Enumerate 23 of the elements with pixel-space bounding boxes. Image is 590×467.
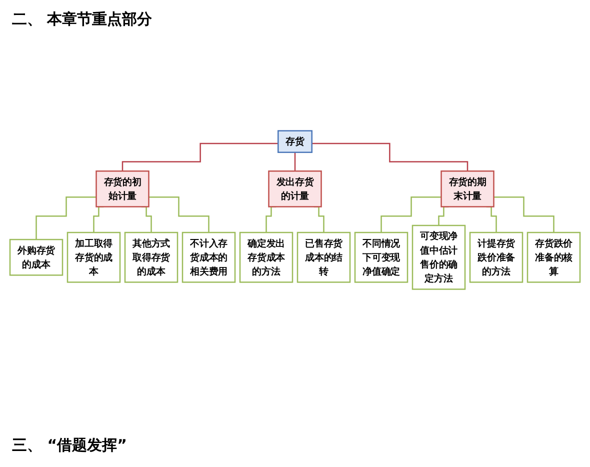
node-box: 其他方式取得存货的成本	[124, 232, 178, 283]
node-box: 存货的初始计量	[96, 170, 150, 208]
connector	[294, 152, 296, 172]
node-box: 存货跌价准备的核算	[526, 232, 581, 283]
section-heading: 二、 本章节重点部分	[12, 10, 152, 29]
node-box: 存货的期末计量	[440, 170, 494, 208]
node-box: 不同情况下可变现净值确定	[354, 232, 408, 283]
connector	[122, 142, 278, 172]
node-box: 发出存货的计量	[268, 170, 322, 208]
node-box: 确定发出存货成本的方法	[239, 232, 294, 283]
section-heading: 三、 “借题发挥”	[12, 436, 127, 455]
node-box: 不计入存货成本的相关费用	[182, 232, 236, 283]
node-box: 存货	[278, 130, 312, 153]
node-box: 计提存货跌价准备的方法	[469, 232, 524, 283]
node-box: 可变现净值中估计售价的确定方法	[412, 224, 466, 290]
connector	[494, 196, 554, 234]
connector	[380, 196, 442, 234]
node-box: 外购存货的成本	[9, 238, 64, 276]
node-box: 加工取得存货的成本	[66, 232, 121, 283]
connector	[148, 196, 210, 234]
connector	[36, 196, 96, 240]
connector	[312, 142, 468, 172]
node-box: 已售存货成本的结转	[296, 232, 351, 283]
